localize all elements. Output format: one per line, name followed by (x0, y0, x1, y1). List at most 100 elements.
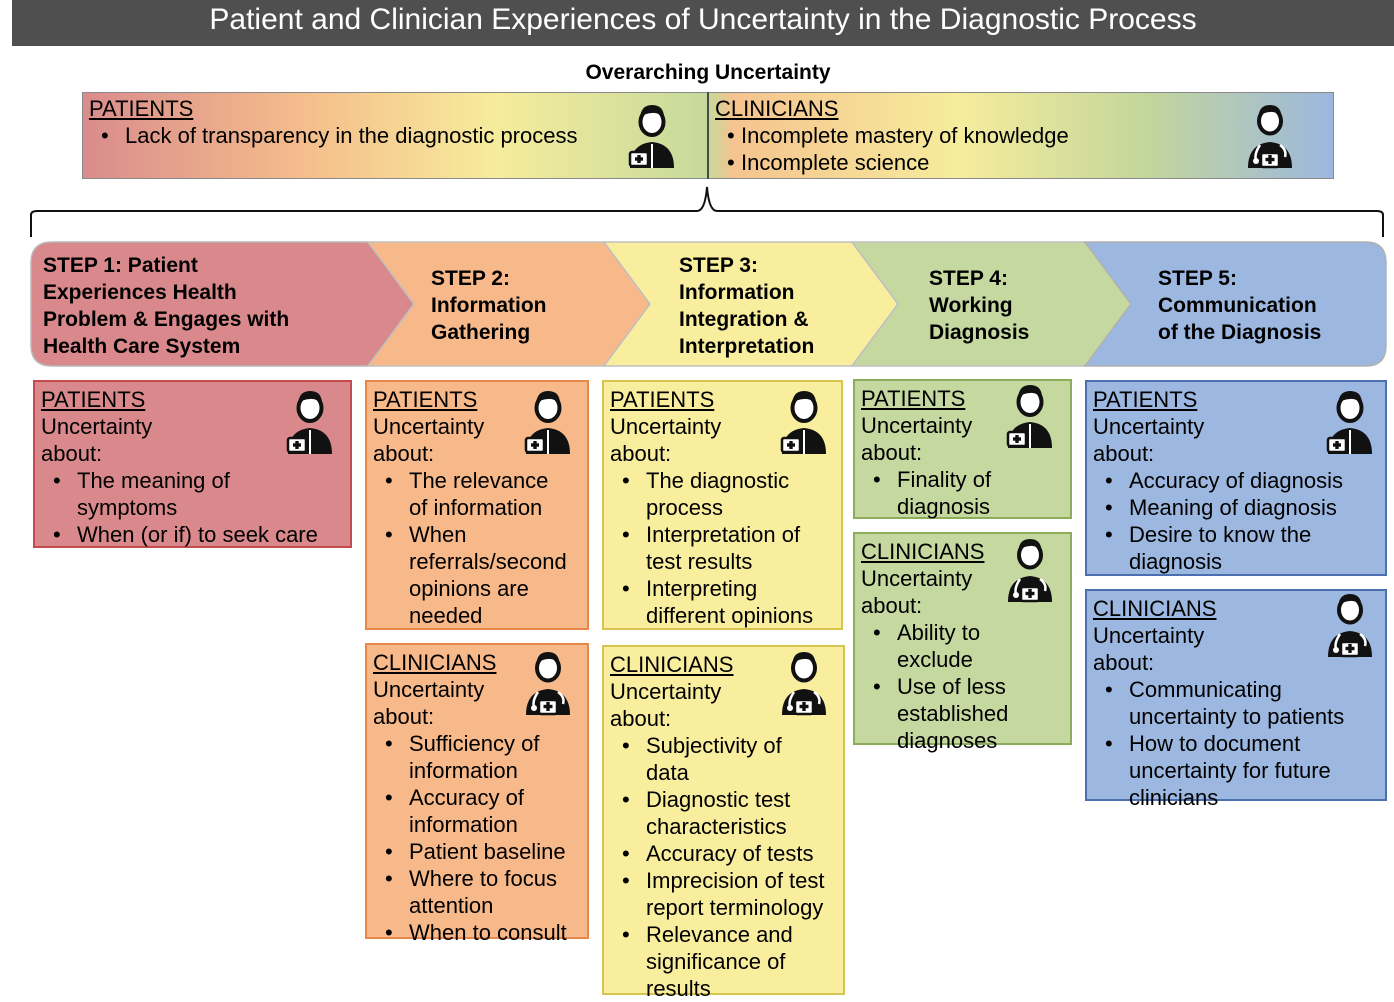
overarching-divider (707, 92, 709, 179)
box-intro: about: (1093, 650, 1155, 675)
box-intro: about: (610, 706, 672, 731)
overarching-clinicians-list: Incomplete mastery of knowledge Incomple… (715, 122, 1235, 176)
step-3-label: STEP 3: Information Integration & Interp… (679, 254, 815, 358)
box-intro: about: (861, 440, 923, 465)
box-intro: about: (1093, 441, 1155, 466)
box-intro: Uncertainty (41, 414, 153, 439)
list-item: Patient baseline (373, 838, 581, 865)
box-intro: about: (41, 441, 103, 466)
patient-icon (774, 386, 834, 456)
patient-icon (622, 100, 682, 170)
title-bar: Patient and Clinician Experiences of Unc… (12, 0, 1394, 46)
uncertainty-list: Ability toexcludeUse of lessestablishedd… (861, 619, 1064, 754)
step-arrows (30, 241, 1387, 367)
box-header: CLINICIANS (373, 650, 497, 675)
uncertainty-list: The diagnosticprocessInterpretation ofte… (610, 467, 835, 629)
box-intro: Uncertainty (861, 566, 973, 591)
step-1-label: STEP 1: Patient Experiences Health Probl… (43, 254, 290, 358)
patient-icon (1320, 386, 1380, 456)
list-item: When (or if) to seek care (41, 521, 344, 548)
step-2-label: STEP 2: Information Gathering (431, 267, 547, 344)
list-item: Meaning of diagnosis (1093, 494, 1379, 521)
patient-icon (1000, 380, 1060, 450)
box-header: PATIENTS (861, 386, 966, 411)
overarching-clinicians-header: CLINICIANS (715, 96, 839, 121)
curly-brace (30, 186, 1384, 237)
box-intro: Uncertainty (861, 413, 973, 438)
step-1-arrow (30, 241, 415, 367)
list-item: Accuracy of diagnosis (1093, 467, 1379, 494)
clinician-icon (518, 647, 578, 717)
patient-icon (518, 386, 578, 456)
box-intro: about: (373, 441, 435, 466)
box-header: CLINICIANS (1093, 596, 1217, 621)
uncertainty-list: Subjectivity ofdataDiagnostic testcharac… (610, 732, 837, 1002)
s5-clinicians-box: CLINICIANSUncertaintyabout:Communicating… (1085, 589, 1387, 810)
box-intro: Uncertainty (373, 414, 485, 439)
overarching-patients-list: Lack of transparency in the diagnostic p… (89, 122, 649, 149)
clinician-icon (1320, 589, 1380, 659)
list-item: Accuracy of tests (610, 840, 837, 867)
step-5-label: STEP 5: Communication of the Diagnosis (1158, 267, 1322, 344)
box-header: PATIENTS (41, 387, 146, 412)
box-intro: about: (861, 593, 923, 618)
clinician-icon (1000, 534, 1060, 604)
box-header: PATIENTS (373, 387, 478, 412)
overarching-heading: Overarching Uncertainty (585, 61, 831, 84)
overarching-patients: PATIENTS Lack of transparency in the dia… (89, 95, 649, 149)
box-intro: Uncertainty (610, 414, 722, 439)
clinician-icon (1240, 100, 1300, 170)
uncertainty-list: Sufficiency ofinformationAccuracy ofinfo… (373, 730, 581, 946)
box-intro: about: (373, 704, 435, 729)
box-intro: Uncertainty (1093, 414, 1205, 439)
clinician-icon (774, 647, 834, 717)
box-intro: Uncertainty (610, 679, 722, 704)
step-4-label: STEP 4: Working Diagnosis (929, 267, 1030, 344)
page-title: Patient and Clinician Experiences of Unc… (209, 3, 1197, 36)
box-intro: Uncertainty (373, 677, 485, 702)
box-header: PATIENTS (1093, 387, 1198, 412)
list-item: Incomplete science (715, 149, 1235, 176)
box-header: CLINICIANS (610, 652, 734, 677)
list-item: Lack of transparency in the diagnostic p… (89, 122, 649, 149)
overarching-patients-header: PATIENTS (89, 96, 194, 121)
step-5-arrow (1083, 241, 1387, 367)
list-item: When to consult (373, 919, 581, 946)
box-header: PATIENTS (610, 387, 715, 412)
overarching-clinicians: CLINICIANS Incomplete mastery of knowled… (715, 95, 1235, 176)
box-header: CLINICIANS (861, 539, 985, 564)
list-item: Incomplete mastery of knowledge (715, 122, 1235, 149)
box-intro: Uncertainty (1093, 623, 1205, 648)
patient-icon (280, 386, 340, 456)
box-intro: about: (610, 441, 672, 466)
uncertainty-list: Accuracy of diagnosisMeaning of diagnosi… (1093, 467, 1379, 575)
uncertainty-list: The meaning ofsymptomsWhen (or if) to se… (41, 467, 344, 548)
